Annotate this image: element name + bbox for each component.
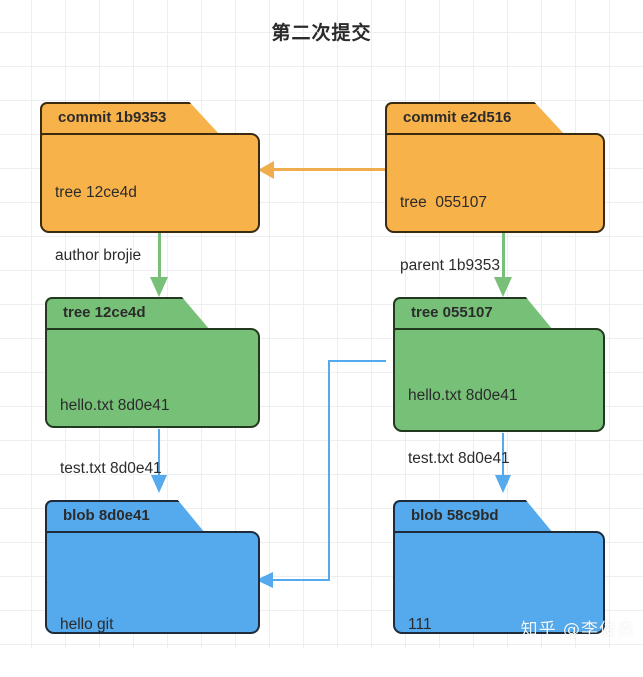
node-body-blob-8d0e41 [45, 531, 260, 634]
node-line: parent 1b9353 [400, 257, 500, 274]
node-body-commit-1b9353 [40, 133, 260, 233]
node-header-label: blob 8d0e41 [63, 507, 150, 524]
node-line: hello git [60, 616, 114, 633]
watermark: 知乎 @李俊杰 [520, 620, 635, 640]
node-header-commit-1b9353: commit 1b9353 [40, 102, 220, 135]
node-header-tree-12ce4d: tree 12ce4d [45, 297, 210, 330]
node-body-tree-12ce4d [45, 328, 260, 428]
node-line: hello.txt 8d0e41 [408, 387, 518, 404]
node-body-commit-e2d516 [385, 133, 605, 233]
node-lines-commit-e2d516: tree 055107 parent 1b9353 c2 [400, 150, 500, 381]
node-line: hello.txt 8d0e41 [60, 397, 170, 414]
node-line: author brojie [55, 247, 142, 264]
node-body-tree-055107 [393, 328, 605, 432]
node-lines-tree-12ce4d: hello.txt 8d0e41 test.txt 8d0e41 [60, 353, 169, 521]
node-header-label: commit 1b9353 [58, 109, 167, 126]
node-header-blob-8d0e41: blob 8d0e41 [45, 500, 205, 533]
page-title: 第二次提交 [271, 23, 372, 44]
node-header-label: tree 12ce4d [63, 304, 146, 321]
node-header-commit-e2d516: commit e2d516 [385, 102, 565, 135]
node-line: tree 055107 [400, 194, 488, 211]
diagram-canvas: 第二次提交 commit 1b9353 tree 12ce4d [0, 0, 643, 648]
node-header-blob-58c9bd: blob 58c9bd [393, 500, 553, 533]
node-line: 111 [408, 616, 432, 633]
node-lines-blob-58c9bd: 111 [408, 572, 434, 677]
node-header-label: tree 055107 [411, 304, 493, 321]
node-header-label: blob 58c9bd [411, 507, 499, 524]
node-line: test.txt 8d0e41 [60, 460, 162, 477]
node-header-label: commit e2d516 [403, 109, 512, 126]
node-line: tree 12ce4d [55, 184, 137, 201]
node-line: test.txt 8d0e41 [408, 450, 510, 467]
node-header-tree-055107: tree 055107 [393, 297, 553, 330]
node-body-blob-58c9bd [393, 531, 605, 634]
node-lines-blob-8d0e41: hello git [60, 572, 113, 677]
